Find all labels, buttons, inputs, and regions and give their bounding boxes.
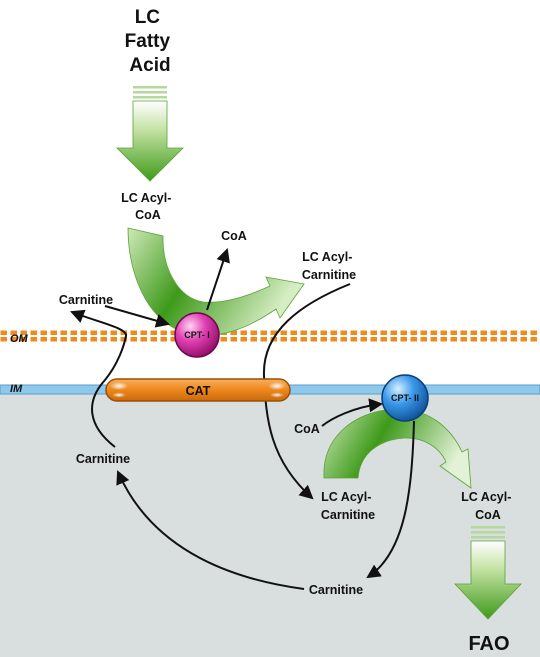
carnitine-return-arrow [116, 470, 305, 590]
coa-matrix-label: CoA [294, 422, 320, 436]
fao-label: FAO [468, 633, 509, 655]
lc-fatty-acid-label: LC Fatty Acid [125, 7, 176, 76]
coa-top-label: CoA [221, 229, 247, 243]
cpt2-label: CPT- II [391, 393, 419, 403]
om-label: OM [10, 333, 29, 345]
cpt2-enzyme [381, 374, 429, 422]
cpt1-flux-arrow [127, 227, 305, 336]
acyl-carnitine-import-path [262, 283, 351, 500]
lc-acyl-coa-top-label: LC Acyl- CoA [121, 191, 175, 222]
cpt2-flux-arrow [323, 408, 472, 489]
cpt1-label: CPT- I [184, 330, 210, 340]
lc-acyl-carnitine-matrix-label: LC Acyl- Carnitine [321, 490, 375, 522]
im-label: IM [10, 383, 23, 395]
carnitine-top-label: Carnitine [59, 293, 113, 307]
outer-membrane [0, 330, 540, 344]
carnitine-left-label: Carnitine [76, 452, 130, 466]
coa-to-cpt2-arrow [321, 398, 384, 427]
cytosol-region [0, 0, 540, 391]
coa-release-arrow [206, 248, 230, 311]
carnitine-to-cpt1-arrow [104, 305, 171, 328]
fao-arrow [454, 526, 522, 620]
carnitine-bottom-label: Carnitine [309, 583, 363, 597]
carnitine-export-path [70, 309, 127, 448]
cat-transporter [105, 378, 291, 402]
cpt1-enzyme [174, 312, 220, 358]
cat-label: CAT [186, 384, 211, 398]
carnitine-release-arrow [366, 420, 415, 579]
lc-acyl-carnitine-top-label: LC Acyl- Carnitine [302, 250, 356, 282]
lc-acyl-coa-matrix-label: LC Acyl- CoA [461, 490, 515, 522]
fatty-acid-entry-arrow [116, 86, 184, 182]
